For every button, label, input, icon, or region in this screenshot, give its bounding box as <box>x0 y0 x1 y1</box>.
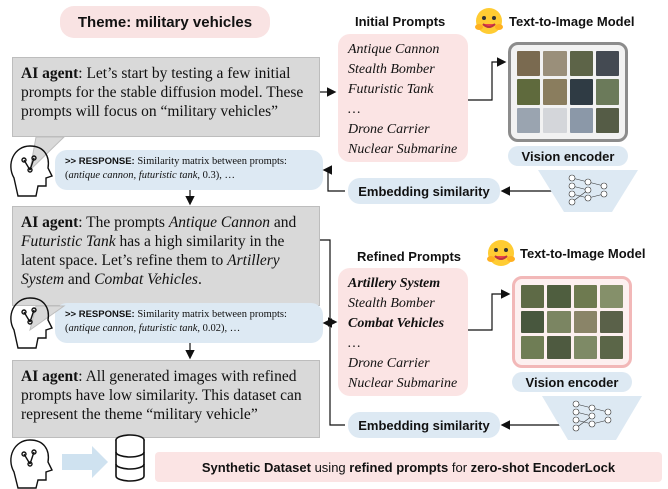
flow-arrow <box>322 318 345 426</box>
prompt-item: Nuclear Submarine <box>348 142 458 157</box>
agent-prompt: Artillery System <box>21 252 280 288</box>
generated-image <box>547 336 571 359</box>
generated-image <box>547 285 571 308</box>
t2i-model-label: Text-to-Image Model <box>509 14 635 29</box>
synthetic-dataset-bar: Synthetic Dataset using refined prompts … <box>155 452 662 482</box>
agent-text: and <box>64 271 95 288</box>
t2i-model-label: Text-to-Image Model <box>520 246 646 261</box>
agent-text: : All generated images with refined prom… <box>21 368 302 423</box>
prompt-item: Stealth Bomber <box>348 296 435 311</box>
vision-encoder-label: Vision encoder <box>508 146 628 166</box>
callout-tail <box>29 136 66 172</box>
prompt-item: Drone Carrier <box>348 122 430 137</box>
refined-prompts-box: Artillery System Stealth Bomber Combat V… <box>338 268 468 396</box>
generated-image <box>569 51 593 77</box>
ai-brain-head-icon <box>10 145 53 197</box>
response-1: >> RESPONSE: Similarity matrix between p… <box>55 150 323 190</box>
generated-image <box>595 51 619 77</box>
embedding-similarity-label: Embedding similarity <box>348 178 500 204</box>
agent-prompt: Combat Vehicles <box>94 271 198 288</box>
flow-arrow <box>320 239 338 327</box>
flow-arrow <box>468 57 507 101</box>
agent-label: AI agent <box>21 65 79 82</box>
agent-prompt: Antique Cannon <box>168 214 271 231</box>
generated-image <box>517 107 541 133</box>
prompt-item: Futuristic Tank <box>348 82 434 97</box>
vision-encoder-label: Vision encoder <box>512 372 632 392</box>
callout-tail <box>29 305 66 332</box>
generated-image <box>543 79 567 105</box>
generated-image <box>521 310 545 334</box>
response-text: Similarity matrix between prompts: ( <box>65 309 287 334</box>
agent-message-2: AI agent: The prompts Antique Cannon and… <box>12 206 320 306</box>
initial-prompts-title: Initial Prompts <box>355 14 446 29</box>
generated-image <box>517 79 541 105</box>
dataset-part: refined prompts <box>349 459 449 475</box>
refined-image-grid <box>512 276 632 368</box>
neural-network-icon <box>568 174 608 206</box>
generated-image <box>599 336 623 359</box>
generated-image <box>569 107 593 133</box>
response-pair: antique cannon, futuristic tank <box>68 323 198 334</box>
prompt-item: … <box>348 336 361 351</box>
dataset-part: zero-shot EncoderLock <box>470 459 616 475</box>
generated-image <box>521 285 545 308</box>
response-tail: , 0.02), … <box>197 323 241 334</box>
dataset-part: Synthetic Dataset <box>201 459 311 475</box>
prompt-item: Antique Cannon <box>348 42 440 57</box>
agent-text: . <box>197 271 202 288</box>
prompt-item: Artillery System <box>348 276 441 291</box>
neural-network-icon <box>572 400 612 432</box>
agent-text: has a high similarity in the latent spac… <box>21 233 285 269</box>
agent-message-3: AI agent: All generated images with refi… <box>12 360 320 438</box>
hugging-face-icon <box>474 6 504 36</box>
dataset-part: for <box>448 459 471 475</box>
agent-label: AI agent <box>21 368 79 385</box>
response-tag: >> RESPONSE: <box>65 156 135 167</box>
generated-image <box>543 107 567 133</box>
export-arrow <box>62 446 108 478</box>
response-2: >> RESPONSE: Similarity matrix between p… <box>55 303 323 343</box>
ai-brain-head-icon <box>10 439 53 489</box>
flow-arrow <box>468 289 511 331</box>
flow-arrow <box>322 165 345 192</box>
response-tag: >> RESPONSE: <box>65 309 135 320</box>
initial-prompts-box: Antique Cannon Stealth Bomber Futuristic… <box>338 34 468 162</box>
ai-brain-head-icon <box>10 297 53 349</box>
agent-text: : The prompts <box>78 214 169 231</box>
prompt-item: Nuclear Submarine <box>348 376 458 391</box>
generated-image <box>599 285 623 308</box>
dataset-part: using <box>310 459 350 475</box>
database-icon <box>115 434 145 482</box>
prompt-item: Drone Carrier <box>348 356 430 371</box>
generated-image <box>573 336 597 359</box>
initial-image-grid <box>508 42 628 142</box>
generated-image <box>543 51 567 77</box>
response-text: Similarity matrix between prompts: ( <box>65 156 287 181</box>
generated-image <box>569 79 593 105</box>
prompt-item: Combat Vehicles <box>348 316 445 331</box>
agent-label: AI agent <box>21 214 79 231</box>
generated-image <box>521 336 545 359</box>
generated-image <box>599 310 623 334</box>
response-tail: , 0.3), … <box>197 170 236 181</box>
agent-prompt: Futuristic Tank <box>21 233 116 250</box>
agent-message-1: AI agent: Let’s start by testing a few i… <box>12 57 320 137</box>
agent-text: and <box>270 214 297 231</box>
embedding-similarity-label: Embedding similarity <box>348 412 500 438</box>
prompt-item: … <box>348 102 361 117</box>
generated-image <box>595 107 619 133</box>
prompt-item: Stealth Bomber <box>348 62 435 77</box>
generated-image <box>573 285 597 308</box>
response-pair: antique cannon, futuristic tank <box>68 170 198 181</box>
refined-prompts-title: Refined Prompts <box>357 249 462 264</box>
generated-image <box>547 310 571 334</box>
hugging-face-icon <box>486 238 516 268</box>
generated-image <box>595 79 619 105</box>
theme-label: Theme: military vehicles <box>60 6 270 38</box>
agent-text: : Let’s start by testing a few initial p… <box>21 65 304 120</box>
generated-image <box>573 310 597 334</box>
generated-image <box>517 51 541 77</box>
